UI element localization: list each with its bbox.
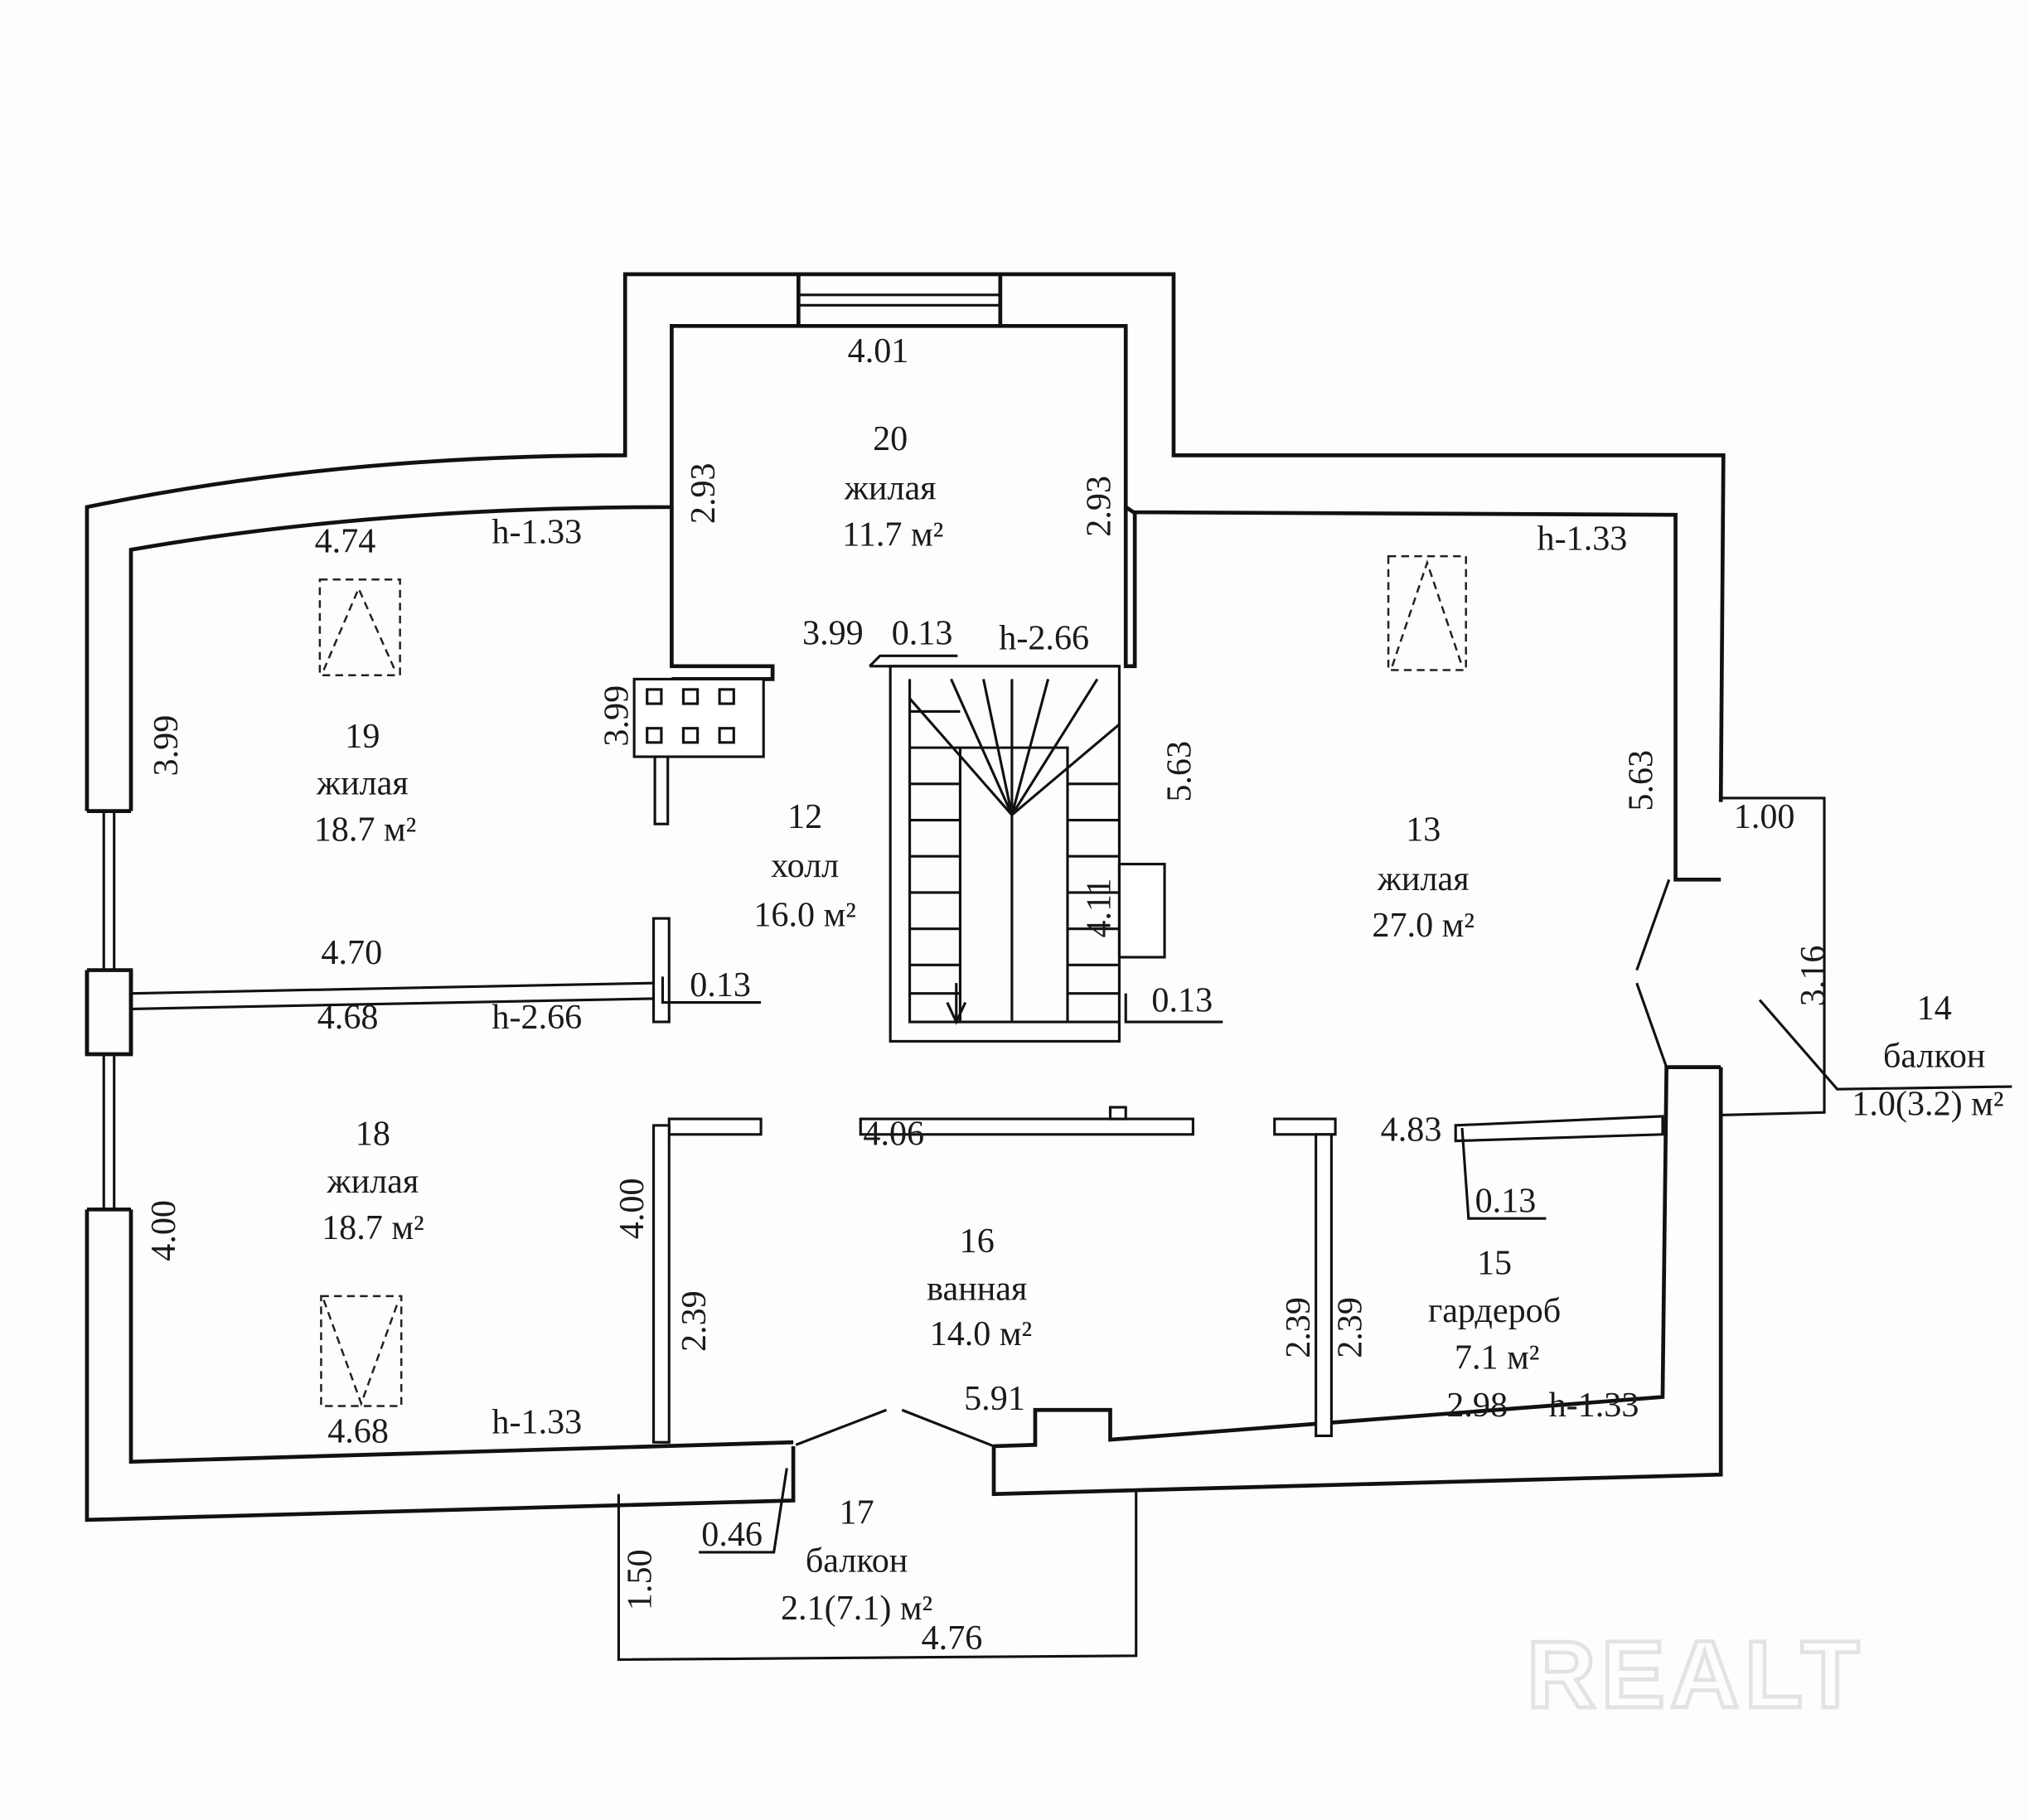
svg-text:13: 13 [1406, 810, 1441, 849]
svg-text:4.01: 4.01 [848, 332, 909, 370]
svg-text:4.11: 4.11 [1079, 878, 1118, 937]
skylight-icon [1387, 554, 1467, 671]
svg-text:11.7 м²: 11.7 м² [842, 516, 943, 554]
svg-text:0.46: 0.46 [701, 1515, 763, 1554]
skylights [318, 554, 1467, 1407]
svg-text:4.68: 4.68 [317, 998, 379, 1037]
svg-text:3.99: 3.99 [597, 685, 636, 747]
svg-text:h-2.66: h-2.66 [492, 998, 582, 1037]
room-13-label: 13 жилая 27.0 м² [1372, 810, 1475, 944]
svg-text:h-1.33: h-1.33 [1537, 519, 1628, 558]
svg-text:холл: холл [771, 846, 839, 885]
svg-text:14: 14 [1917, 989, 1952, 1028]
svg-text:3.99: 3.99 [802, 613, 864, 652]
svg-text:19: 19 [345, 717, 380, 756]
room-14-label: 14 балкон 1.0(3.2) м² [1852, 989, 2003, 1123]
svg-text:жилая: жилая [316, 763, 409, 802]
svg-text:2.39: 2.39 [1279, 1297, 1318, 1358]
svg-text:4.76: 4.76 [922, 1619, 983, 1658]
room-15-label: 15 гардероб 7.1 м² [1428, 1243, 1561, 1377]
watermark-logo: REALT [1527, 1621, 1865, 1728]
svg-text:1.0(3.2) м²: 1.0(3.2) м² [1852, 1084, 2003, 1123]
svg-text:h-2.66: h-2.66 [999, 619, 1089, 658]
svg-text:2.39: 2.39 [675, 1290, 714, 1352]
svg-text:h-1.33: h-1.33 [492, 513, 582, 552]
svg-text:2.98: 2.98 [1446, 1386, 1508, 1425]
svg-text:14.0 м²: 14.0 м² [930, 1314, 1033, 1353]
svg-text:гардероб: гардероб [1428, 1291, 1561, 1330]
room-19-label: 19 жилая 18.7 м² [314, 717, 417, 849]
room-17-label: 17 балкон 2.1(7.1) м² [781, 1493, 932, 1628]
svg-text:18: 18 [356, 1114, 390, 1153]
room-20-label: 20 жилая 11.7 м² [842, 419, 943, 554]
svg-text:2.39: 2.39 [1330, 1297, 1369, 1358]
room-12-label: 12 холл 16.0 м² [753, 797, 856, 935]
svg-text:20: 20 [873, 419, 908, 458]
svg-text:h-1.33: h-1.33 [492, 1402, 582, 1441]
svg-text:1.00: 1.00 [1734, 797, 1795, 836]
svg-text:0.13: 0.13 [1151, 981, 1213, 1020]
svg-text:18.7 м²: 18.7 м² [322, 1208, 424, 1247]
svg-text:4.68: 4.68 [327, 1411, 389, 1450]
svg-text:4.74: 4.74 [315, 521, 376, 560]
balconies [617, 796, 2012, 1662]
room-16-label: 16 ванная 14.0 м² [927, 1222, 1032, 1353]
svg-text:2.93: 2.93 [684, 462, 723, 524]
svg-text:12: 12 [787, 797, 822, 836]
svg-text:0.13: 0.13 [892, 613, 953, 652]
room-18-label: 18 жилая 18.7 м² [322, 1114, 424, 1247]
svg-text:4.00: 4.00 [613, 1178, 651, 1239]
svg-text:5.63: 5.63 [1621, 750, 1660, 811]
svg-text:5.63: 5.63 [1160, 741, 1199, 802]
svg-text:5.91: 5.91 [964, 1379, 1025, 1418]
svg-text:4.00: 4.00 [144, 1200, 183, 1261]
svg-text:жилая: жилая [326, 1162, 419, 1201]
svg-text:18.7 м²: 18.7 м² [314, 810, 417, 849]
svg-text:2.1(7.1) м²: 2.1(7.1) м² [781, 1589, 932, 1628]
svg-text:4.83: 4.83 [1381, 1111, 1442, 1150]
svg-text:1.50: 1.50 [620, 1549, 659, 1610]
svg-text:h-1.33: h-1.33 [1549, 1386, 1639, 1425]
svg-text:27.0 м²: 27.0 м² [1372, 906, 1475, 945]
svg-text:16: 16 [960, 1222, 995, 1261]
interior-walls [130, 506, 1664, 1444]
svg-text:балкон: балкон [806, 1541, 908, 1580]
svg-text:балкон: балкон [1883, 1037, 1985, 1076]
skylight-icon [318, 578, 401, 676]
svg-text:жилая: жилая [1377, 859, 1470, 898]
svg-text:0.13: 0.13 [690, 966, 751, 1004]
svg-text:ванная: ванная [927, 1270, 1027, 1309]
outer-walls [85, 272, 1726, 1522]
svg-text:3.99: 3.99 [147, 715, 186, 777]
svg-text:2.93: 2.93 [1079, 476, 1118, 537]
room-labels: 20 жилая 11.7 м² 19 жилая 18.7 м² 12 хол… [314, 419, 2004, 1628]
dimension-labels: 4.01 2.93 2.93 4.74 h-1.33 3.99 h-1.33 5… [144, 332, 1833, 1658]
svg-text:15: 15 [1477, 1243, 1512, 1282]
svg-text:7.1 м²: 7.1 м² [1455, 1338, 1539, 1377]
svg-text:жилая: жилая [844, 468, 937, 507]
svg-text:17: 17 [840, 1493, 874, 1532]
staircase [869, 654, 1121, 1043]
svg-text:16.0 м²: 16.0 м² [753, 896, 856, 935]
skylight-icon [320, 1295, 403, 1407]
svg-text:4.70: 4.70 [321, 933, 382, 972]
svg-text:0.13: 0.13 [1475, 1181, 1537, 1220]
svg-text:4.06: 4.06 [863, 1114, 924, 1153]
svg-text:3.16: 3.16 [1794, 946, 1833, 1007]
